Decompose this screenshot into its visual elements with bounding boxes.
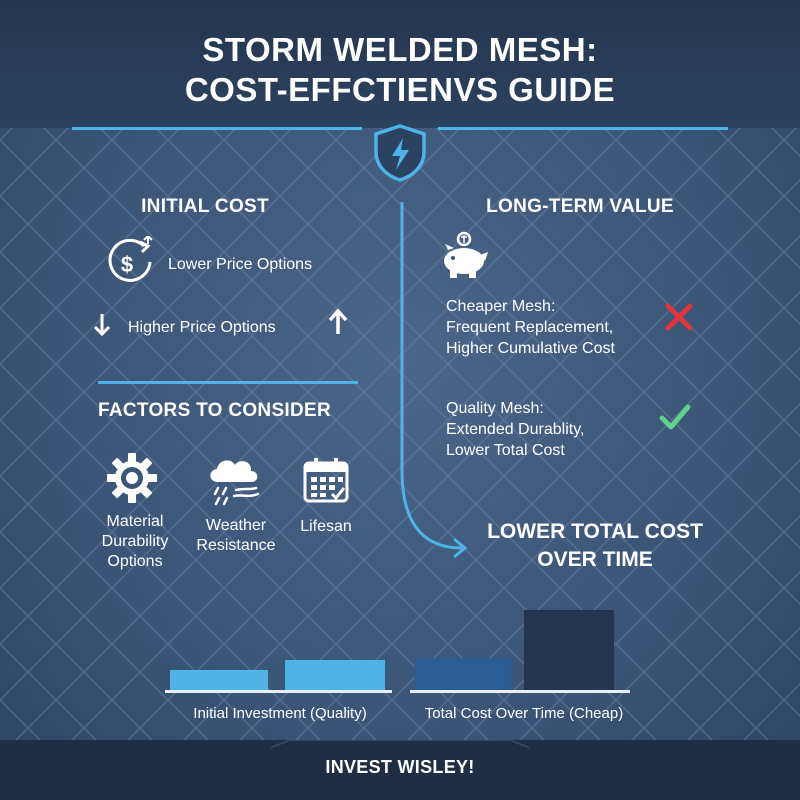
factor-weather-line-2: Resistance [196,537,276,554]
footer-shape [0,739,800,800]
footer-band [0,739,800,800]
cheaper-mesh-text: Cheaper Mesh: Frequent Replacement, High… [446,296,615,359]
factor-weather-line-1: Weather [205,517,267,534]
cheaper-line-3: Higher Cumulative Cost [446,340,615,357]
title-line-1: STORM WELDED MESH: [202,31,598,68]
chart-bar-0-0 [170,670,268,690]
footer-slogan: INVEST WISLEY! [325,757,475,777]
conclusion-text: LOWER TOTAL COST OVER TIME [470,518,720,574]
conclusion-line-1: LOWER TOTAL COST [487,520,703,543]
lower-price-label: Lower Price Options [168,256,313,273]
higher-price-label: Higher Price Options [128,319,276,336]
svg-text:$: $ [121,252,133,277]
flow-arrow [400,202,468,559]
section-divider [98,381,358,384]
title-rule-right [438,127,728,130]
dollar-cycle-icon: $ [108,236,153,282]
cheaper-line-2: Frequent Replacement, [446,319,614,336]
title-line-2: COST-EFFCTIENVS GUIDE [184,71,616,108]
arrow-up-icon [328,308,348,334]
cross-icon [665,303,693,331]
quality-line-1: Quality Mesh: [446,400,544,417]
shield-lightning-icon [374,124,426,182]
chart-baseline-left [165,690,392,693]
chart-label-initial: Initial Investment (Quality) [193,705,367,722]
check-icon [659,404,691,430]
factor-material-line-1: Material [106,513,164,530]
header-band [0,0,800,128]
page-title: STORM WELDED MESH: COST-EFFCTIENVS GUIDE [0,30,800,110]
gear-icon [107,453,157,503]
cheaper-line-1: Cheaper Mesh: [446,298,556,315]
chart-baseline-right [410,690,630,693]
quality-mesh-text: Quality Mesh: Extended Durablity, Lower … [446,398,584,461]
factor-material-line-3: Options [107,553,163,570]
title-rule-left [72,127,362,130]
storm-cloud-icon [210,460,260,506]
chart-bar-1-0 [415,658,511,690]
factor-lifespan-label: Lifesan [300,518,352,535]
quality-line-3: Lower Total Cost [446,442,565,459]
chart-bar-1-1 [524,610,614,690]
factors-title: FACTORS TO CONSIDER [98,400,332,421]
conclusion-line-2: OVER TIME [537,548,653,571]
arrow-down-icon [93,314,111,337]
long-term-title: LONG-TERM VALUE [486,196,674,217]
factor-weather-label: Weather Resistance [188,516,284,556]
factor-material-label: Material Durability Options [92,512,178,572]
quality-line-2: Extended Durablity, [446,421,585,438]
initial-cost-title: INITIAL COST [141,196,269,217]
factor-material-line-2: Durability [101,533,169,550]
chart-label-total: Total Cost Over Time (Cheap) [424,705,624,722]
piggy-bank-icon [444,231,488,278]
calendar-icon [303,458,349,503]
chart-bar-0-1 [285,660,385,690]
